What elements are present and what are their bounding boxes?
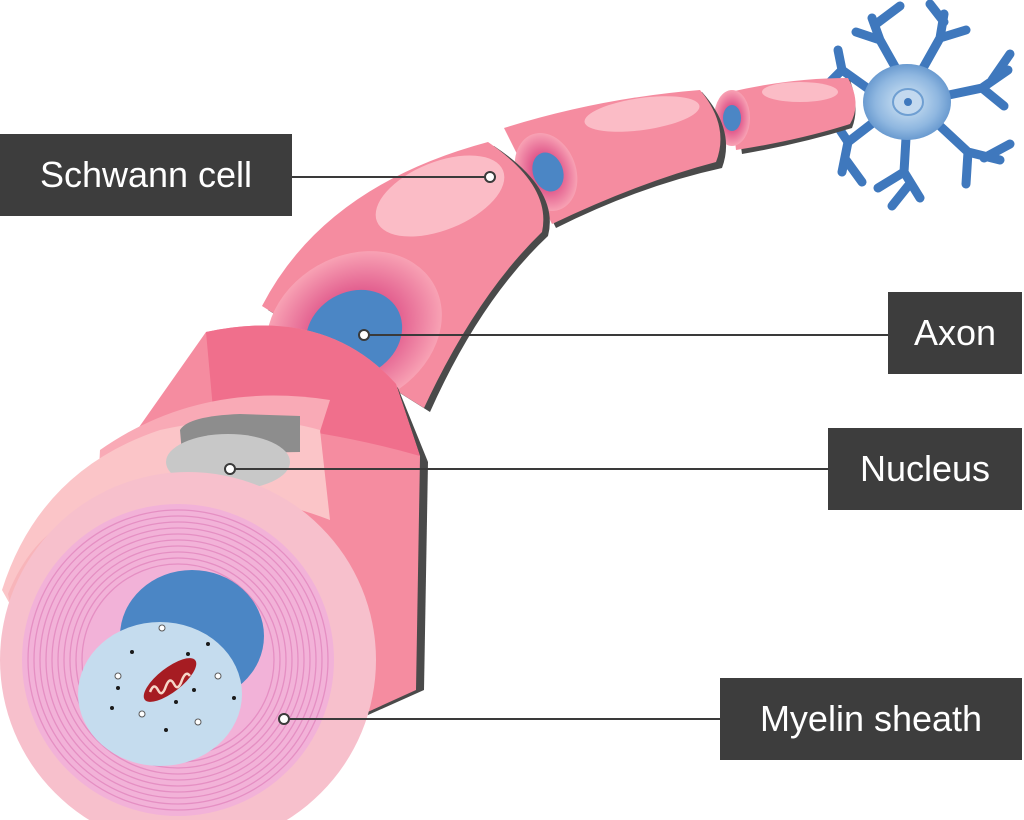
node-2-axon — [532, 152, 564, 192]
axon-label: Axon — [888, 292, 1022, 374]
myelin-rings — [27, 509, 329, 811]
node-3-axon — [723, 105, 741, 131]
myelin-sheath-label: Myelin sheath — [720, 678, 1022, 760]
schwann-cell-label: Schwann cell — [0, 134, 292, 216]
nucleus-label: Nucleus — [828, 428, 1022, 510]
axoplasm-particles — [110, 624, 236, 732]
leader-lines — [230, 176, 888, 720]
neuron-cell-body-icon — [825, 0, 1015, 211]
leader-dots — [224, 171, 496, 725]
mitochondrion-icon — [143, 658, 197, 702]
